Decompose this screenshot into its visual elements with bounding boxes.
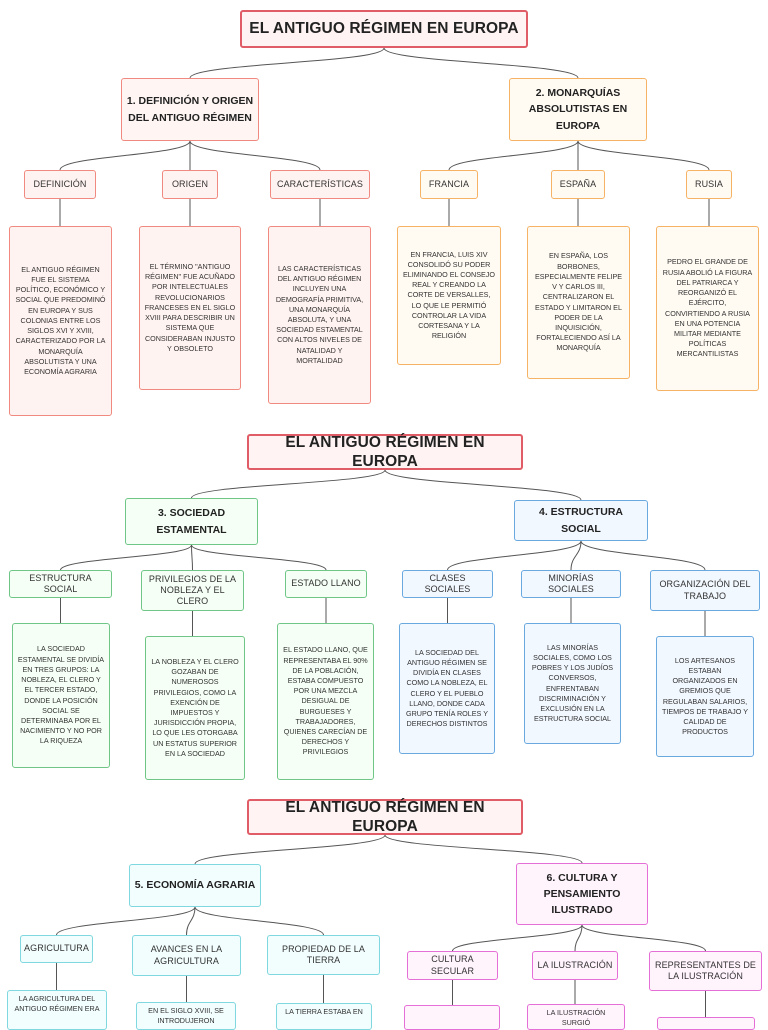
connector-heading-label-2-6 xyxy=(580,540,706,571)
panel-2-label-privilegios: PRIVILEGIOS DE LA NOBLEZA Y EL CLERO xyxy=(141,570,244,611)
connector-title-left-2 xyxy=(191,469,386,499)
panel-1-right-heading: 2. MONARQUÍAS ABSOLUTISTAS EN EUROPA xyxy=(509,78,647,141)
connector-heading-label-3-6 xyxy=(581,924,706,952)
panel-3-title: EL ANTIGUO RÉGIMEN EN EUROPA xyxy=(247,799,523,835)
panel-2-leaf-privilegios: LA NOBLEZA Y EL CLERO GOZABAN DE NUMEROS… xyxy=(145,636,245,780)
panel-2-leaf-organizacion: LOS ARTESANOS ESTABAN ORGANIZADOS EN GRE… xyxy=(656,636,754,757)
panel-1-left-heading: 1. DEFINICIÓN Y ORIGEN DEL ANTIGUO RÉGIM… xyxy=(121,78,259,141)
panel-2-leaf-estructura: LA SOCIEDAD ESTAMENTAL SE DIVIDÍA EN TRE… xyxy=(12,623,110,768)
connector-heading-label-2-3 xyxy=(191,544,327,571)
panel-2-label-estado-llano: ESTADO LLANO xyxy=(285,570,367,598)
panel-3-leaf-cultura-secular xyxy=(404,1005,500,1030)
panel-1-label-origen: ORIGEN xyxy=(162,170,218,199)
connector-heading-label-3-3 xyxy=(194,906,324,936)
panel-3-right-heading: 6. CULTURA Y PENSAMIENTO ILUSTRADO xyxy=(516,863,648,925)
panel-1-label-definicion: DEFINICIÓN xyxy=(24,170,96,199)
panel-1-leaf-origen: EL TÉRMINO "ANTIGUO RÉGIMEN" FUE ACUÑADO… xyxy=(139,226,241,390)
panel-2-left-heading: 3. SOCIEDAD ESTAMENTAL xyxy=(125,498,258,545)
connector-heading-label-2-1 xyxy=(60,544,192,571)
panel-2-label-estructura: ESTRUCTURA SOCIAL xyxy=(9,570,112,598)
panel-1-label-francia: FRANCIA xyxy=(420,170,478,199)
panel-3-leaf-agricultura: LA AGRICULTURA DEL ANTIGUO RÉGIMEN ERA xyxy=(7,990,107,1030)
connector-title-left-3 xyxy=(194,834,386,865)
panel-2-leaf-clases: LA SOCIEDAD DEL ANTIGUO RÉGIMEN SE DIVID… xyxy=(399,623,495,754)
connector-heading-label-3-4 xyxy=(452,924,583,952)
connector-heading-label-1-4 xyxy=(448,140,579,171)
connector-heading-label-1-3 xyxy=(189,140,321,171)
panel-1-leaf-francia: EN FRANCIA, LUIS XIV CONSOLIDÓ SU PODER … xyxy=(397,226,501,365)
panel-2-leaf-estado-llano: EL ESTADO LLANO, QUE REPRESENTABA EL 90%… xyxy=(277,623,374,780)
panel-2-title: EL ANTIGUO RÉGIMEN EN EUROPA xyxy=(247,434,523,470)
panel-1-label-rusia: RUSIA xyxy=(686,170,732,199)
panel-1-leaf-rusia: PEDRO EL GRANDE DE RUSIA ABOLIÓ LA FIGUR… xyxy=(656,226,759,391)
panel-3-label-propiedad: PROPIEDAD DE LA TIERRA xyxy=(267,935,380,975)
connector-heading-label-3-2 xyxy=(186,906,196,936)
panel-2-right-heading: 4. ESTRUCTURA SOCIAL xyxy=(514,500,648,541)
connector-heading-label-2-2 xyxy=(191,544,193,571)
panel-3-label-agricultura: AGRICULTURA xyxy=(20,935,93,963)
connector-title-left-1 xyxy=(189,47,385,79)
panel-1-leaf-caracteristicas: LAS CARACTERÍSTICAS DEL ANTIGUO RÉGIMEN … xyxy=(268,226,371,404)
panel-3-label-representantes: REPRESENTANTES DE LA ILUSTRACIÓN xyxy=(649,951,762,991)
panel-2-label-minorias: MINORÍAS SOCIALES xyxy=(521,570,621,598)
panel-3-label-cultura-secular: CULTURA SECULAR xyxy=(407,951,498,980)
panel-1-title: EL ANTIGUO RÉGIMEN EN EUROPA xyxy=(240,10,528,48)
connector-heading-label-1-1 xyxy=(59,140,191,171)
panel-3-label-ilustracion: LA ILUSTRACIÓN xyxy=(532,951,618,980)
panel-1-label-caracteristicas: CARACTERÍSTICAS xyxy=(270,170,370,199)
panel-3-label-avances: AVANCES EN LA AGRICULTURA xyxy=(132,935,241,976)
connector-heading-label-3-5 xyxy=(574,924,583,952)
connector-heading-label-3-1 xyxy=(56,906,196,936)
connector-heading-label-2-5 xyxy=(570,540,582,571)
panel-3-leaf-ilustracion: LA ILUSTRACIÓN SURGIÓ xyxy=(527,1004,625,1030)
panel-2-label-organizacion: ORGANIZACIÓN DEL TRABAJO xyxy=(650,570,760,611)
panel-2-label-clases: CLASES SOCIALES xyxy=(402,570,493,598)
connector-title-right-2 xyxy=(384,469,582,501)
connector-title-right-3 xyxy=(384,834,583,864)
connector-heading-label-2-4 xyxy=(447,540,582,571)
panel-3-leaf-propiedad: LA TIERRA ESTABA EN xyxy=(276,1003,372,1030)
connector-title-right-1 xyxy=(383,47,579,79)
panel-1-label-espana: ESPAÑA xyxy=(551,170,605,199)
panel-3-left-heading: 5. ECONOMÍA AGRARIA xyxy=(129,864,261,907)
panel-2-leaf-minorias: LAS MINORÍAS SOCIALES, COMO LOS POBRES Y… xyxy=(524,623,621,744)
connector-heading-label-1-6 xyxy=(577,140,710,171)
panel-1-leaf-espana: EN ESPAÑA, LOS BORBONES, ESPECIALMENTE F… xyxy=(527,226,630,379)
panel-1-leaf-definicion: EL ANTIGUO RÉGIMEN FUE EL SISTEMA POLÍTI… xyxy=(9,226,112,416)
panel-3-leaf-avances: EN EL SIGLO XVIII, SE INTRODUJERON xyxy=(136,1002,236,1030)
